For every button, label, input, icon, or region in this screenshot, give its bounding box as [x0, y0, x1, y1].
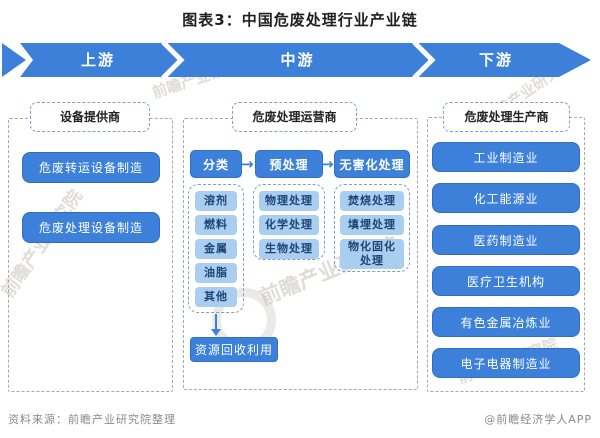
downstream-item: 有色金属冶炼业: [432, 307, 580, 337]
classification-item: 其他: [195, 287, 237, 307]
classification-item: 燃料: [195, 215, 237, 235]
stage-harmless-treatment: 无害化处理: [334, 150, 410, 178]
banner-section-upstream: 上游: [80, 51, 115, 69]
recycle-button: 资源回收利用: [190, 337, 278, 362]
downstream-item: 工业制造业: [432, 142, 580, 172]
pretreatment-item: 化学处理: [259, 215, 319, 235]
upstream-item: 危废处理设备制造: [22, 212, 160, 243]
midstream-header: 危废处理运营商: [232, 102, 357, 132]
classification-item: 油脂: [195, 263, 237, 283]
classification-item: 金属: [195, 239, 237, 259]
down-arrowhead-icon: [211, 329, 221, 336]
pretreatment-item: 生物处理: [259, 239, 319, 259]
downstream-header: 危废处理生产商: [443, 102, 570, 132]
downstream-item: 化工能源业: [432, 183, 580, 213]
classification-item: 溶剂: [195, 191, 237, 211]
harmless-treatment-item: 焚烧处理: [340, 191, 404, 211]
downstream-item: 电子电器制造业: [432, 348, 580, 378]
source-note: 资料来源：前瞻产业研究院整理: [8, 413, 176, 426]
harmless-treatment-item: 物化固化处理: [340, 239, 404, 269]
page-title: 图表3：中国危废处理行业产业链: [182, 11, 418, 29]
brand-credit: @前瞻经济学人APP: [484, 413, 592, 426]
right-arrow-icon: →: [321, 155, 334, 173]
pretreatment-subbox: [253, 184, 325, 260]
right-arrow-icon: →: [241, 155, 254, 173]
banner-section-downstream: 下游: [478, 51, 513, 69]
down-arrow-icon: [215, 314, 217, 330]
downstream-item: 医疗卫生机构: [432, 266, 580, 296]
pretreatment-item: 物理处理: [259, 191, 319, 211]
harmless-treatment-subbox: [334, 184, 410, 272]
harmless-treatment-item: 填埋处理: [340, 215, 404, 235]
banner-arrow-shape: [2, 40, 591, 80]
flow-banner: 上游 中游 下游: [0, 40, 600, 80]
upstream-header: 设备提供商: [30, 102, 150, 132]
downstream-item: 医药制造业: [432, 225, 580, 255]
upstream-item: 危废转运设备制造: [22, 152, 160, 183]
classification-subbox: [188, 184, 244, 313]
stage-pretreatment: 预处理: [255, 150, 323, 178]
banner-section-midstream: 中游: [280, 51, 315, 69]
stage-classification: 分类: [190, 150, 242, 178]
